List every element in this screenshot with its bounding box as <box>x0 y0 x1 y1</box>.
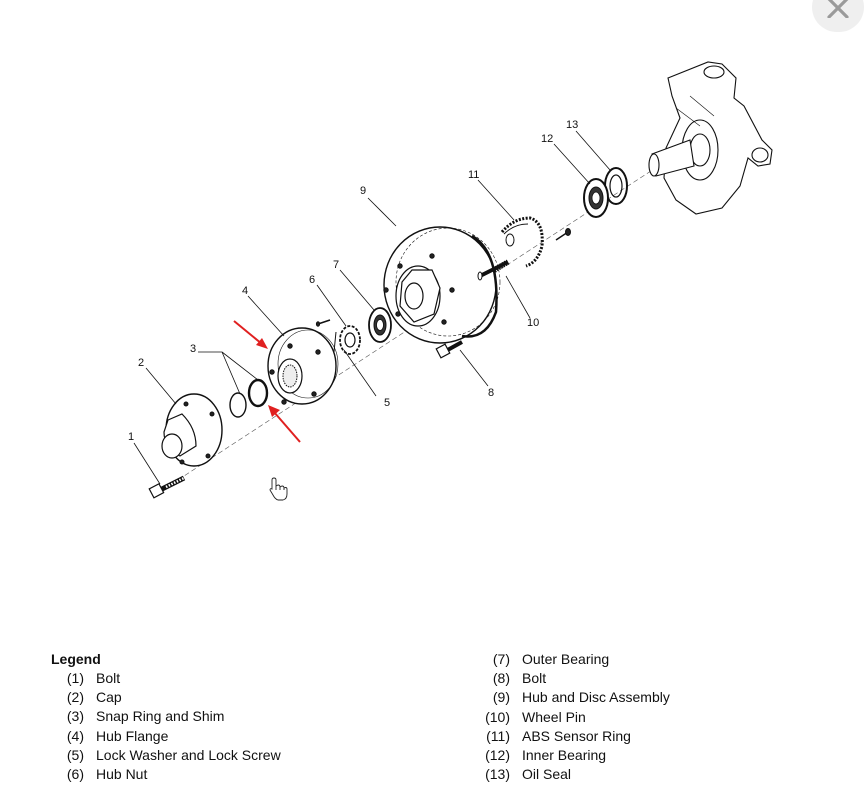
close-button[interactable] <box>812 0 864 32</box>
close-icon <box>827 0 849 18</box>
callout-4: 4 <box>242 285 248 297</box>
hub-and-disc-assembly <box>383 226 501 344</box>
legend-item-label: Hub and Disc Assembly <box>522 689 670 706</box>
inner-bearing <box>583 178 609 218</box>
legend-item-label: Bolt <box>96 670 121 686</box>
callout-12: 12 <box>541 133 553 145</box>
wheel-pin <box>477 259 510 281</box>
legend-item-number: (4) <box>66 727 84 744</box>
exploded-hub-diagram: 1 2 3 4 5 6 7 8 9 10 11 12 13 <box>128 61 773 501</box>
bolt-8 <box>435 340 463 359</box>
legend-item-label: Cap <box>96 689 122 706</box>
callout-1: 1 <box>128 431 134 443</box>
legend-item-label: Outer Bearing <box>522 651 610 667</box>
legend-item-number: (7) <box>492 651 510 667</box>
legend-item-label: Bolt <box>522 670 547 687</box>
callout-9: 9 <box>360 185 366 197</box>
callout-leaders <box>133 130 611 485</box>
legend-item-number: (3) <box>66 708 84 725</box>
legend-item-label: Snap Ring and Shim <box>96 708 225 725</box>
callout-11: 11 <box>468 169 479 181</box>
bolt-1 <box>148 475 186 499</box>
hub-flange <box>267 327 339 405</box>
legend-item-number: (12) <box>485 747 510 763</box>
legend-item-label: Hub Nut <box>96 766 148 782</box>
callout-13: 13 <box>566 119 578 131</box>
callout-3: 3 <box>190 343 196 355</box>
hub-nut <box>339 325 361 355</box>
legend-item-number: (5) <box>66 746 84 763</box>
legend-item-label: Oil Seal <box>522 766 572 783</box>
legend-item-number: (1) <box>66 670 84 686</box>
abs-sensor-ring <box>500 216 571 268</box>
legend-item-number: (10) <box>485 708 510 725</box>
legend-item-label: Inner Bearing <box>522 747 607 763</box>
callout-10: 10 <box>527 317 539 329</box>
hand-pointer-icon <box>269 477 288 501</box>
legend-item-number: (9) <box>492 689 510 706</box>
steering-knuckle <box>648 61 773 215</box>
callout-2: 2 <box>138 357 144 369</box>
legend-item-number: (6) <box>66 766 84 782</box>
callout-6: 6 <box>309 274 315 286</box>
lock-washer-and-screw <box>315 319 337 353</box>
legend-item-number: (2) <box>66 689 84 706</box>
legend-item-number: (11) <box>486 727 510 744</box>
outer-bearing <box>368 307 392 343</box>
annotation-arrows <box>233 320 301 443</box>
legend-item-label: Lock Washer and Lock Screw <box>96 746 281 763</box>
legend-item-label: Wheel Pin <box>522 708 586 725</box>
callout-8: 8 <box>488 387 494 399</box>
legend-item-number: (13) <box>485 766 510 783</box>
cap <box>161 393 223 467</box>
callout-5: 5 <box>384 397 390 409</box>
legend-title: Legend <box>51 651 101 667</box>
callout-7: 7 <box>333 259 339 271</box>
legend-item-label: ABS Sensor Ring <box>522 727 631 744</box>
snap-ring-and-shim <box>229 378 269 418</box>
legend-item-label: Hub Flange <box>96 727 169 744</box>
legend-item-number: (8) <box>492 670 510 687</box>
